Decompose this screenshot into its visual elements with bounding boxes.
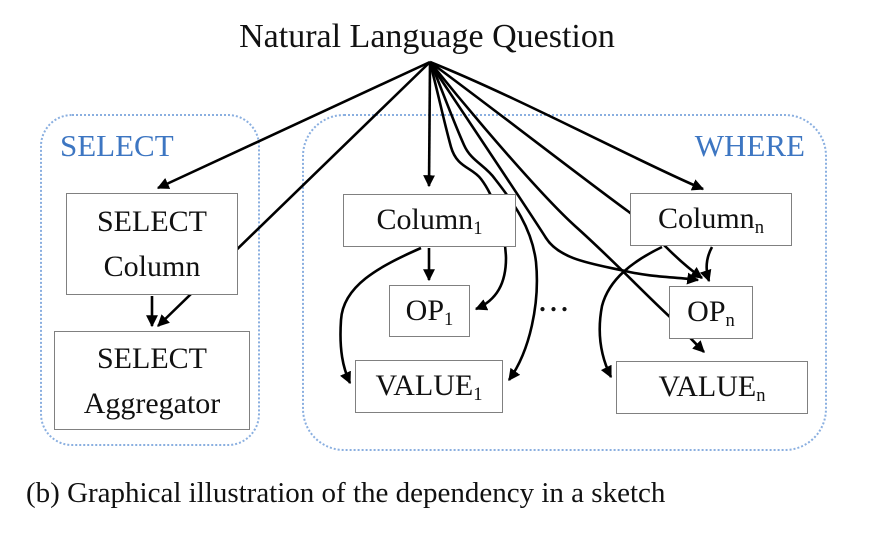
node-op-1: OP1: [389, 285, 470, 337]
node-column-1: Column1: [343, 194, 516, 247]
node-column-n: Columnn: [630, 193, 792, 246]
node-column-n-label: Column: [658, 202, 755, 236]
arrow-nlq-to-op1: [428, 62, 508, 311]
node-value-1-subscript: 1: [473, 384, 483, 406]
arrow-nlq-to-select-column: [156, 60, 431, 190]
node-value-n: VALUEn: [616, 361, 808, 414]
arrow-nlq-to-columnn: [429, 60, 705, 191]
ellipsis-between-conditions: ...: [538, 279, 571, 319]
figure-title: Natural Language Question: [239, 18, 615, 55]
node-op-1-label: OP: [405, 293, 445, 327]
node-column-1-subscript: 1: [473, 218, 483, 240]
arrow-columnn-to-opn: [699, 246, 714, 283]
select-clause-group: SELECT: [40, 114, 260, 446]
node-value-1-label: VALUE: [375, 369, 474, 403]
node-column-n-subscript: n: [754, 217, 764, 239]
node-select-column-line2: Column: [103, 250, 201, 283]
node-select-column-line1: SELECT: [97, 205, 207, 238]
arrow-nlq-to-column1: [423, 63, 436, 188]
where-clause-group: WHERE: [302, 114, 827, 451]
figure-caption: (b) Graphical illustration of the depend…: [26, 477, 666, 509]
node-select-aggregator-line2: Aggregator: [83, 386, 221, 420]
node-value-n-label: VALUE: [658, 370, 757, 404]
arrow-columnn-to-valuen: [598, 245, 663, 379]
node-op-1-subscript: 1: [444, 309, 454, 331]
node-select-aggregator: SELECT Aggregator: [54, 331, 250, 430]
arrow-nlq-to-value1: [429, 62, 539, 381]
node-op-n-subscript: n: [725, 310, 735, 332]
select-group-label: SELECT: [60, 128, 174, 163]
node-value-n-subscript: n: [756, 385, 766, 407]
node-value-1: VALUE1: [355, 360, 503, 413]
arrow-nlq-to-opn-sweep: [428, 62, 700, 285]
node-op-n: OPn: [669, 286, 753, 339]
node-select-aggregator-line1: SELECT: [97, 341, 207, 375]
node-select-column: SELECT Column: [66, 193, 238, 295]
where-group-label: WHERE: [694, 128, 805, 163]
arrow-nlq-to-opn-behind-columnn: [429, 60, 703, 280]
arrow-column1-to-value1: [339, 246, 422, 385]
node-column-1-label: Column: [376, 203, 474, 237]
node-op-n-label: OP: [687, 295, 726, 329]
